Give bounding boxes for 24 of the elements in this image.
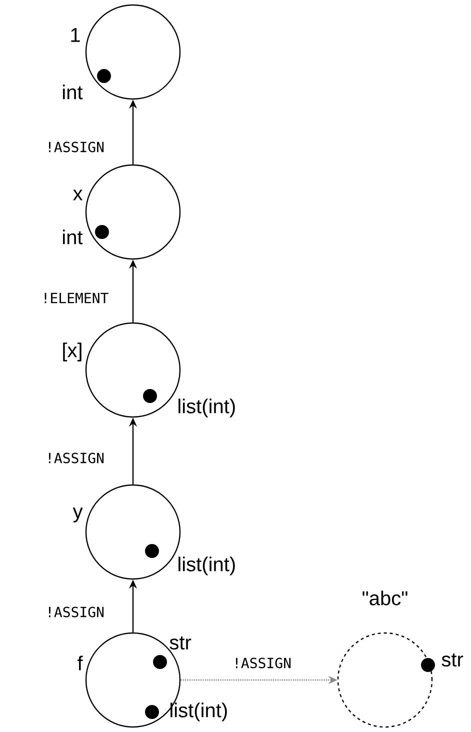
node-label: "abc": [362, 590, 408, 606]
circle-node: [72, 484, 235, 580]
node-label: f: [78, 656, 83, 670]
circle-node: [78, 632, 227, 728]
circle-node: [63, 4, 181, 100]
circle-node: [63, 322, 235, 418]
edge-label: !ASSIGN: [236, 658, 291, 668]
node-label: int: [63, 230, 83, 244]
node-label: 1: [71, 28, 80, 42]
circle-node: [63, 164, 181, 260]
edge-label: !ELEMENT: [44, 292, 108, 304]
edge-label: !ASSIGN: [49, 142, 104, 152]
node-label: list(int): [170, 702, 227, 722]
node-label: str: [170, 636, 192, 650]
node-label: y: [72, 508, 83, 522]
node-label: list(int): [178, 556, 235, 576]
node-label: x: [73, 190, 83, 200]
node-label: int: [63, 84, 83, 100]
edge-label: !ASSIGN: [49, 606, 104, 618]
node-label: [x]: [63, 342, 82, 362]
node-label: str: [442, 653, 464, 667]
edge-label: !ASSIGN: [49, 452, 104, 464]
node-label: list(int): [178, 398, 235, 418]
circle-node: [337, 590, 464, 728]
